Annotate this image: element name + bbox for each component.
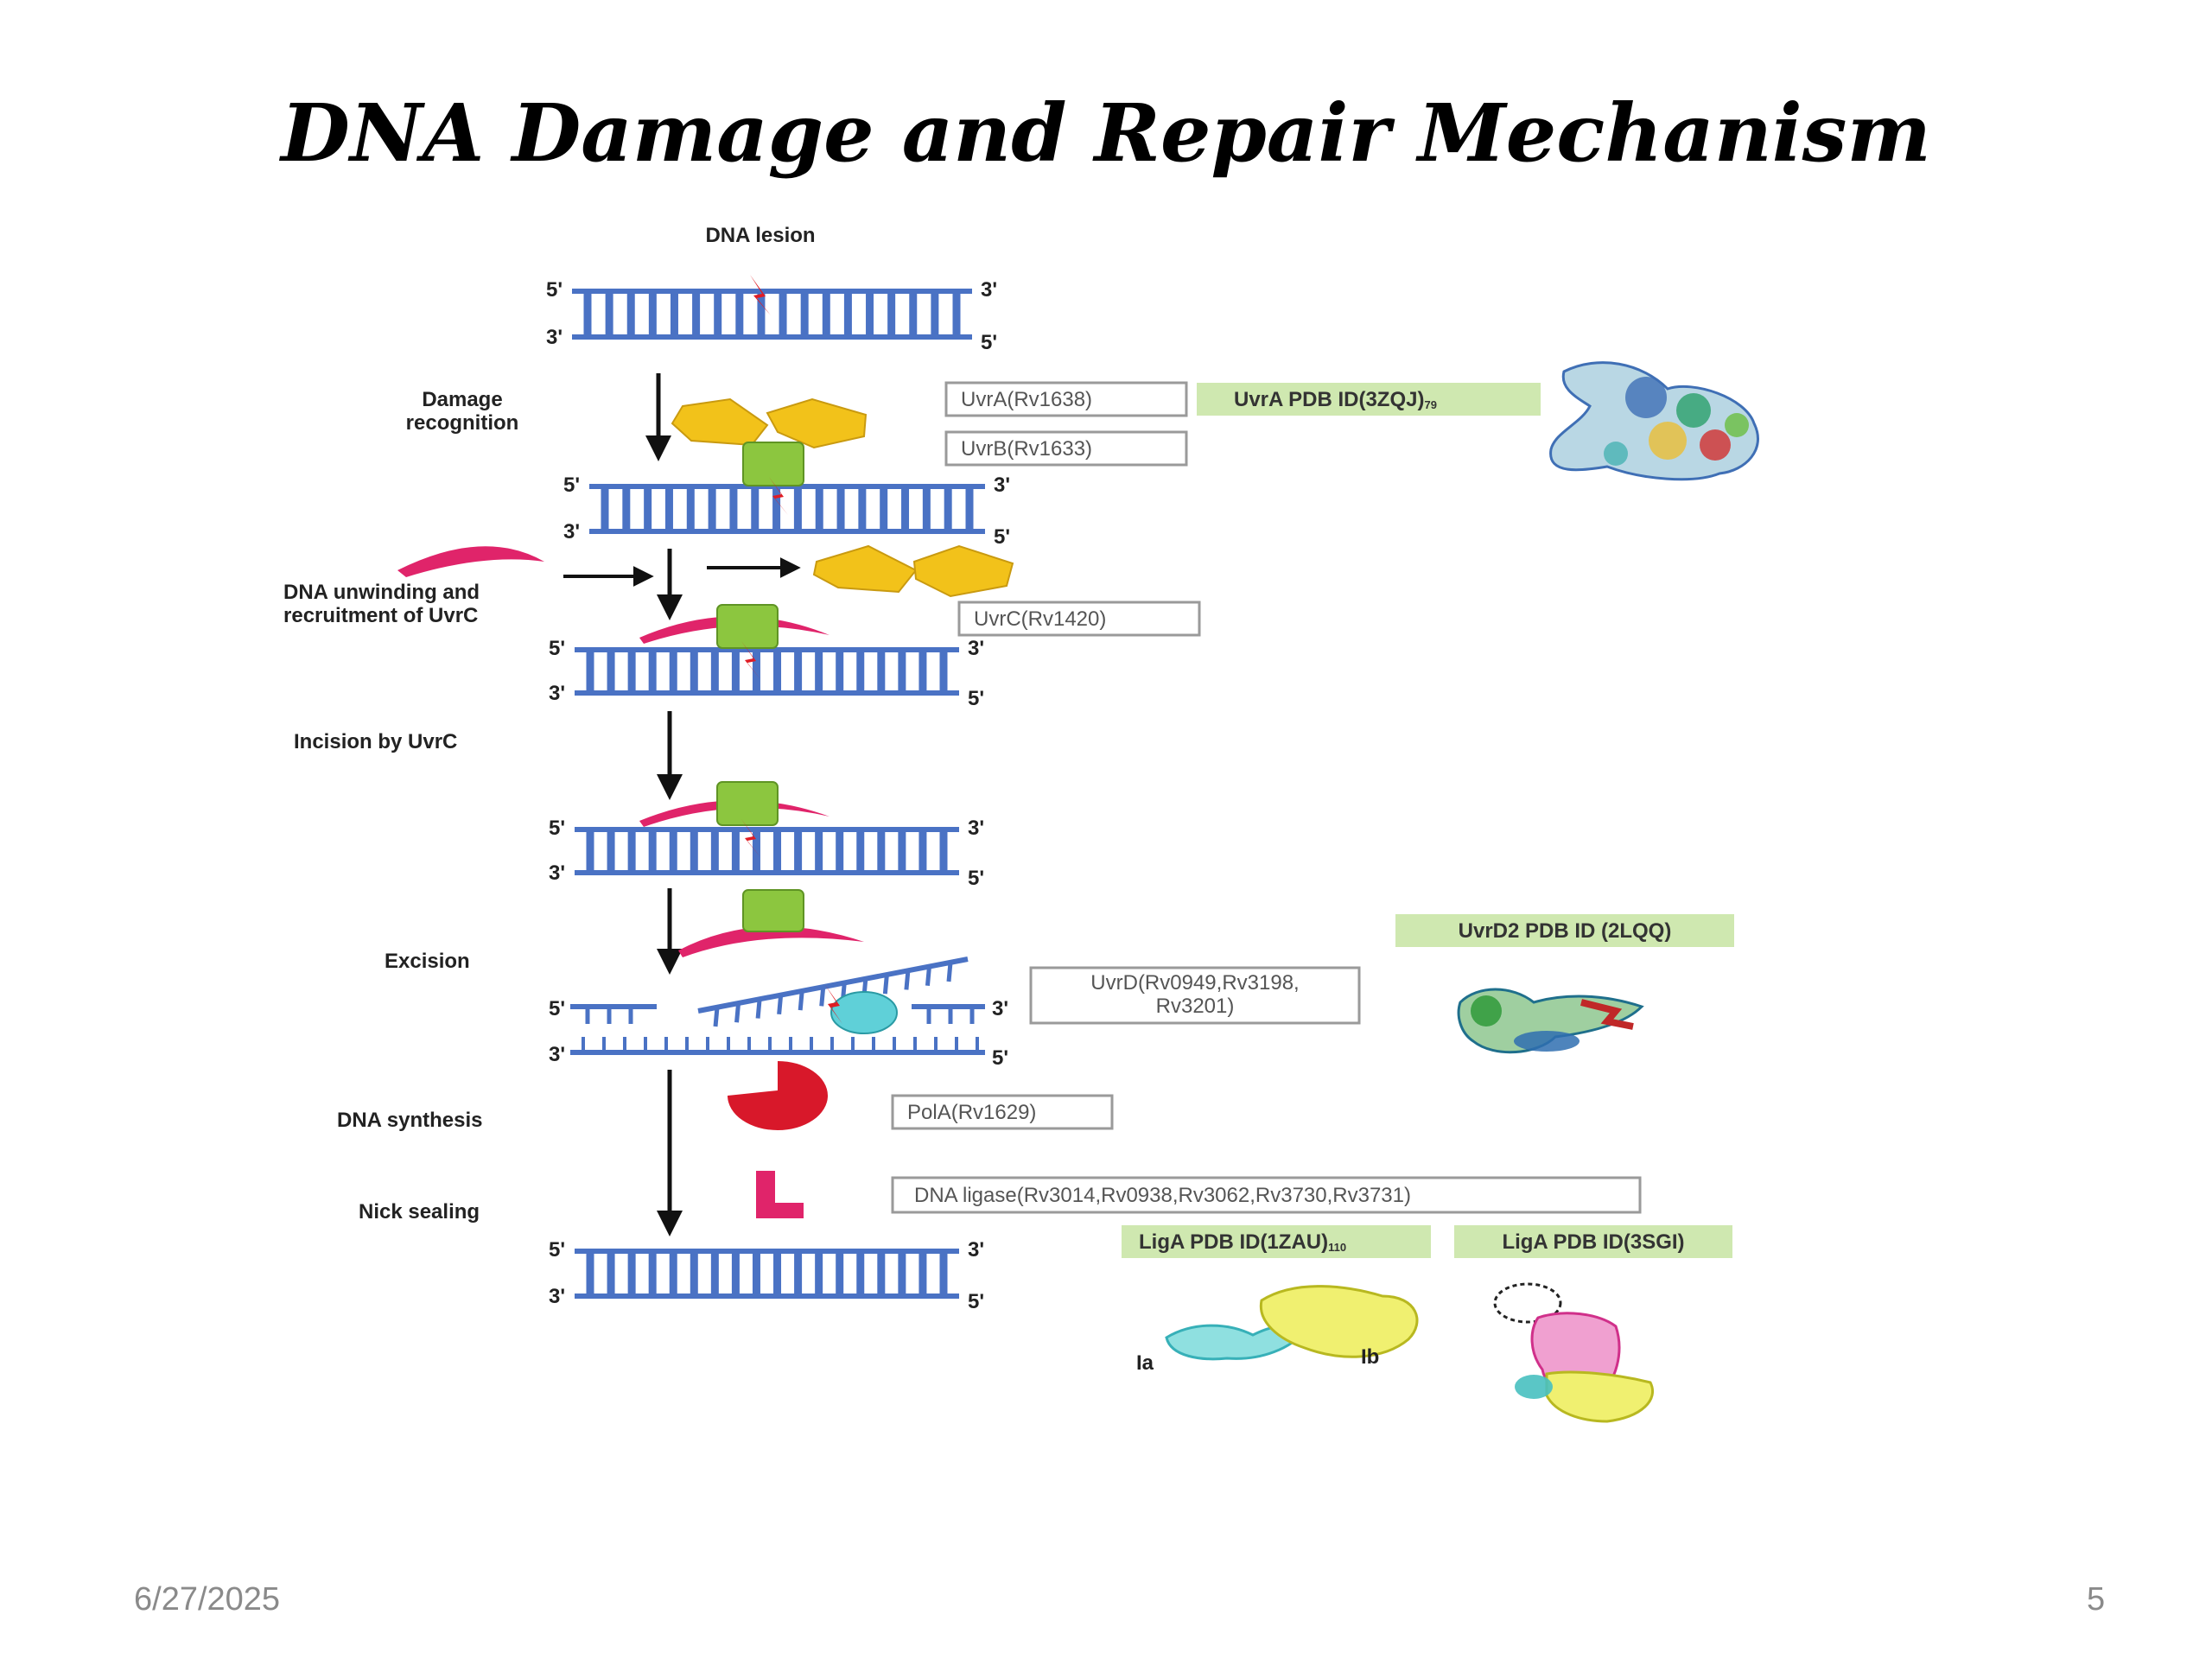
strand-end-3: 3' [549, 1285, 565, 1308]
excision-end-5: 5' [549, 997, 565, 1020]
strand-end-5: 5' [994, 525, 1010, 549]
base-pair [734, 1003, 741, 1023]
base-pair [777, 995, 784, 1015]
liga1-ib-label: Ib [1361, 1345, 1379, 1369]
liga1-ia-label: Ia [1136, 1351, 1154, 1375]
strand-end-5: 5' [549, 817, 565, 840]
uvrb-label: UvrB(Rv1633) [961, 437, 1092, 461]
strand-end-3: 3' [546, 326, 563, 349]
dna-duplex-final: 5' 3' 3' 5' [549, 1238, 984, 1313]
step-unwinding-line1: DNA unwinding and [283, 581, 480, 604]
step-unwinding-line2: recruitment of UvrC [283, 604, 478, 627]
base-pair [755, 999, 762, 1019]
step-excision: Excision [385, 950, 470, 973]
strand-end-5: 5' [563, 474, 580, 497]
strand-end-3: 3' [968, 1238, 984, 1262]
lesion-mark-2 [769, 477, 788, 515]
strand-end-3: 3' [968, 637, 984, 660]
excision-end-3-bottom: 3' [549, 1043, 565, 1066]
step-nick-sealing: Nick sealing [359, 1200, 480, 1224]
excision-end-3-top: 3' [992, 997, 1008, 1020]
liga1-structure-image: Ia Ib [1136, 1285, 1419, 1375]
strand-end-5: 5' [549, 1238, 565, 1262]
dna-excision: 5' 3' 3' 5' [549, 957, 1008, 1070]
step-damage-recognition-line2: recognition [406, 411, 519, 435]
ligase-box [891, 1176, 1642, 1214]
uvrc-box [957, 601, 1201, 637]
uvrb-box [944, 430, 1188, 467]
strand-end-5: 5' [549, 637, 565, 660]
strand-end-3: 3' [549, 861, 565, 885]
uvrd2-pdb-label: UvrD2 PDB ID (2LQQ) [1459, 919, 1672, 943]
uvrd2-pdb-box [1395, 914, 1734, 947]
base-pair [946, 962, 953, 982]
dna-duplex-4: 5' 3' 3' 5' [549, 817, 984, 890]
excision-end-5-bottom: 5' [992, 1046, 1008, 1070]
step-dna-synthesis: DNA synthesis [337, 1109, 483, 1132]
base-pair [925, 966, 931, 986]
liga2-structure-image [1493, 1282, 1654, 1423]
pola-shape [728, 1061, 828, 1130]
ligase-label: DNA ligase(Rv3014,Rv0938,Rv3062,Rv3730,R… [914, 1184, 1411, 1207]
strand-end-3: 3' [968, 817, 984, 840]
lesion-mark-1 [750, 275, 771, 315]
base-pair [819, 987, 826, 1007]
uvrd2-structure-image [1457, 988, 1644, 1054]
liga2-pdb-box [1454, 1225, 1732, 1258]
strand-end-5: 5' [968, 1290, 984, 1313]
uvrc-crescent-incoming [397, 546, 544, 577]
liga1-pdb-label: LigA PDB ID(1ZAU)110 [1139, 1230, 1346, 1254]
strand-end-5: 5' [968, 687, 984, 710]
step-incision: Incision by UvrC [294, 730, 457, 753]
step-damage-recognition-line1: Damage [422, 388, 502, 411]
liga2-pdb-label: LigA PDB ID(3SGI) [1502, 1230, 1684, 1254]
footer-page-number: 5 [2087, 1581, 2106, 1618]
liga1-pdb-box [1122, 1225, 1431, 1258]
uvra-pdb-box [1197, 383, 1541, 416]
strand-end-3: 3' [994, 474, 1010, 497]
dna-duplex-1: 5' 3' 3' 5' [546, 278, 997, 354]
base-pair [713, 1007, 720, 1027]
strand-end-5: 5' [981, 331, 997, 354]
uvra-pdb-label: UvrA PDB ID(3ZQJ)79 [1234, 388, 1437, 411]
base-pair [904, 970, 911, 990]
strand-end-3: 3' [981, 278, 997, 302]
uvrbc-complex-2 [639, 781, 830, 827]
step-dna-lesion: DNA lesion [705, 224, 815, 247]
dna-duplex-2: 5' 3' 3' 5' [563, 474, 1010, 549]
uvrc-label: UvrC(Rv1420) [974, 607, 1106, 631]
slide-title: DNA Damage and Repair Mechanism [281, 86, 1931, 180]
dna-duplex-3: 5' 3' 3' 5' [549, 637, 984, 710]
pola-label: PolA(Rv1629) [907, 1101, 1036, 1124]
uvrd-helicase-shape [830, 991, 898, 1034]
uvra-label: UvrA(Rv1638) [961, 388, 1092, 411]
uvra-uvrb-complex [671, 397, 868, 486]
strand-end-5: 5' [546, 278, 563, 302]
uvrbc-complex-1 [639, 604, 830, 649]
ligase-shape [756, 1171, 804, 1218]
uvrbc-released [678, 889, 864, 957]
uvra-box [944, 381, 1188, 417]
pola-box [891, 1094, 1114, 1130]
footer-date: 6/27/2025 [134, 1581, 281, 1618]
base-pair [882, 974, 889, 995]
uvrd-label-line1: UvrD(Rv0949,Rv3198, [1090, 971, 1299, 995]
lesion-mark-3 [741, 641, 760, 679]
lesion-mark-4 [741, 819, 760, 857]
strand-end-3: 3' [549, 682, 565, 705]
strand-end-3: 3' [563, 520, 580, 543]
uvra-released [812, 544, 1014, 598]
base-pair [798, 990, 804, 1011]
uvrd-label-line2: Rv3201) [1156, 995, 1235, 1018]
uvra-structure-image [1549, 361, 1759, 481]
uvrd-box [1029, 966, 1361, 1025]
strand-end-5: 5' [968, 867, 984, 890]
